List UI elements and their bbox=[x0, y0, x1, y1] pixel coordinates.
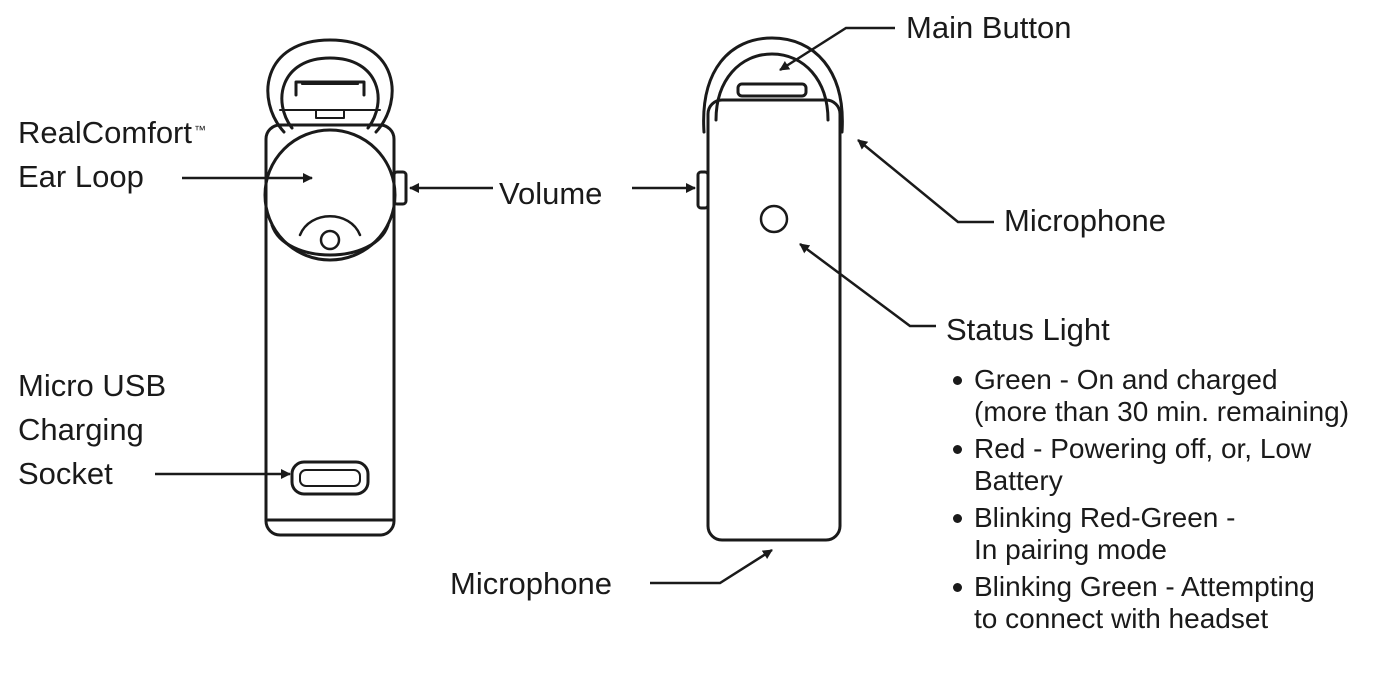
headset-front-view bbox=[696, 36, 844, 542]
right-headset-body bbox=[706, 98, 842, 542]
main-button-label: Main Button bbox=[906, 10, 1072, 45]
ear-loop-pin bbox=[319, 229, 341, 251]
trademark-symbol: ™ bbox=[194, 123, 206, 137]
usb-label-line3: Socket bbox=[18, 456, 113, 491]
status-light-led bbox=[759, 204, 789, 234]
ear-loop-label-line2: Ear Loop bbox=[18, 159, 144, 194]
status-light-label: Status Light bbox=[946, 312, 1110, 347]
main-button-shape bbox=[736, 82, 808, 98]
ear-loop-base bbox=[270, 223, 390, 257]
left-volume-button bbox=[392, 170, 408, 206]
status-light-arrow bbox=[799, 242, 936, 328]
microphone-right-label: Microphone bbox=[1004, 203, 1166, 238]
status-light-list: Green - On and charged (more than 30 min… bbox=[952, 364, 1349, 640]
ear-loop-outer bbox=[266, 38, 394, 134]
ear-loop-inner bbox=[280, 56, 380, 130]
right-volume-button bbox=[696, 170, 710, 210]
status-item-red: Red - Powering off, or, Low Battery bbox=[952, 433, 1349, 497]
volume-label: Volume bbox=[499, 176, 603, 211]
ear-loop-post bbox=[315, 109, 345, 119]
micro-usb-socket bbox=[290, 460, 370, 496]
status-item-blinking-red-green: Blinking Red-Green - In pairing mode bbox=[952, 502, 1349, 566]
status-item-green: Green - On and charged (more than 30 min… bbox=[952, 364, 1349, 428]
micro-usb-socket-inner bbox=[299, 469, 361, 487]
right-ear-loop-inner bbox=[714, 52, 830, 122]
right-ear-loop-outer bbox=[702, 36, 844, 134]
main-button-arrow bbox=[779, 26, 895, 72]
ear-loop-clip bbox=[294, 80, 366, 97]
status-item-blinking-green: Blinking Green - Attempting to connect w… bbox=[952, 571, 1349, 635]
microphone-bottom-arrow bbox=[650, 548, 773, 585]
microphone-right-arrow bbox=[857, 139, 994, 224]
usb-label-line2: Charging bbox=[18, 412, 144, 447]
headset-back-view bbox=[263, 38, 408, 537]
usb-label-line1: Micro USB bbox=[18, 368, 167, 403]
microphone-bottom-label: Microphone bbox=[450, 566, 612, 601]
